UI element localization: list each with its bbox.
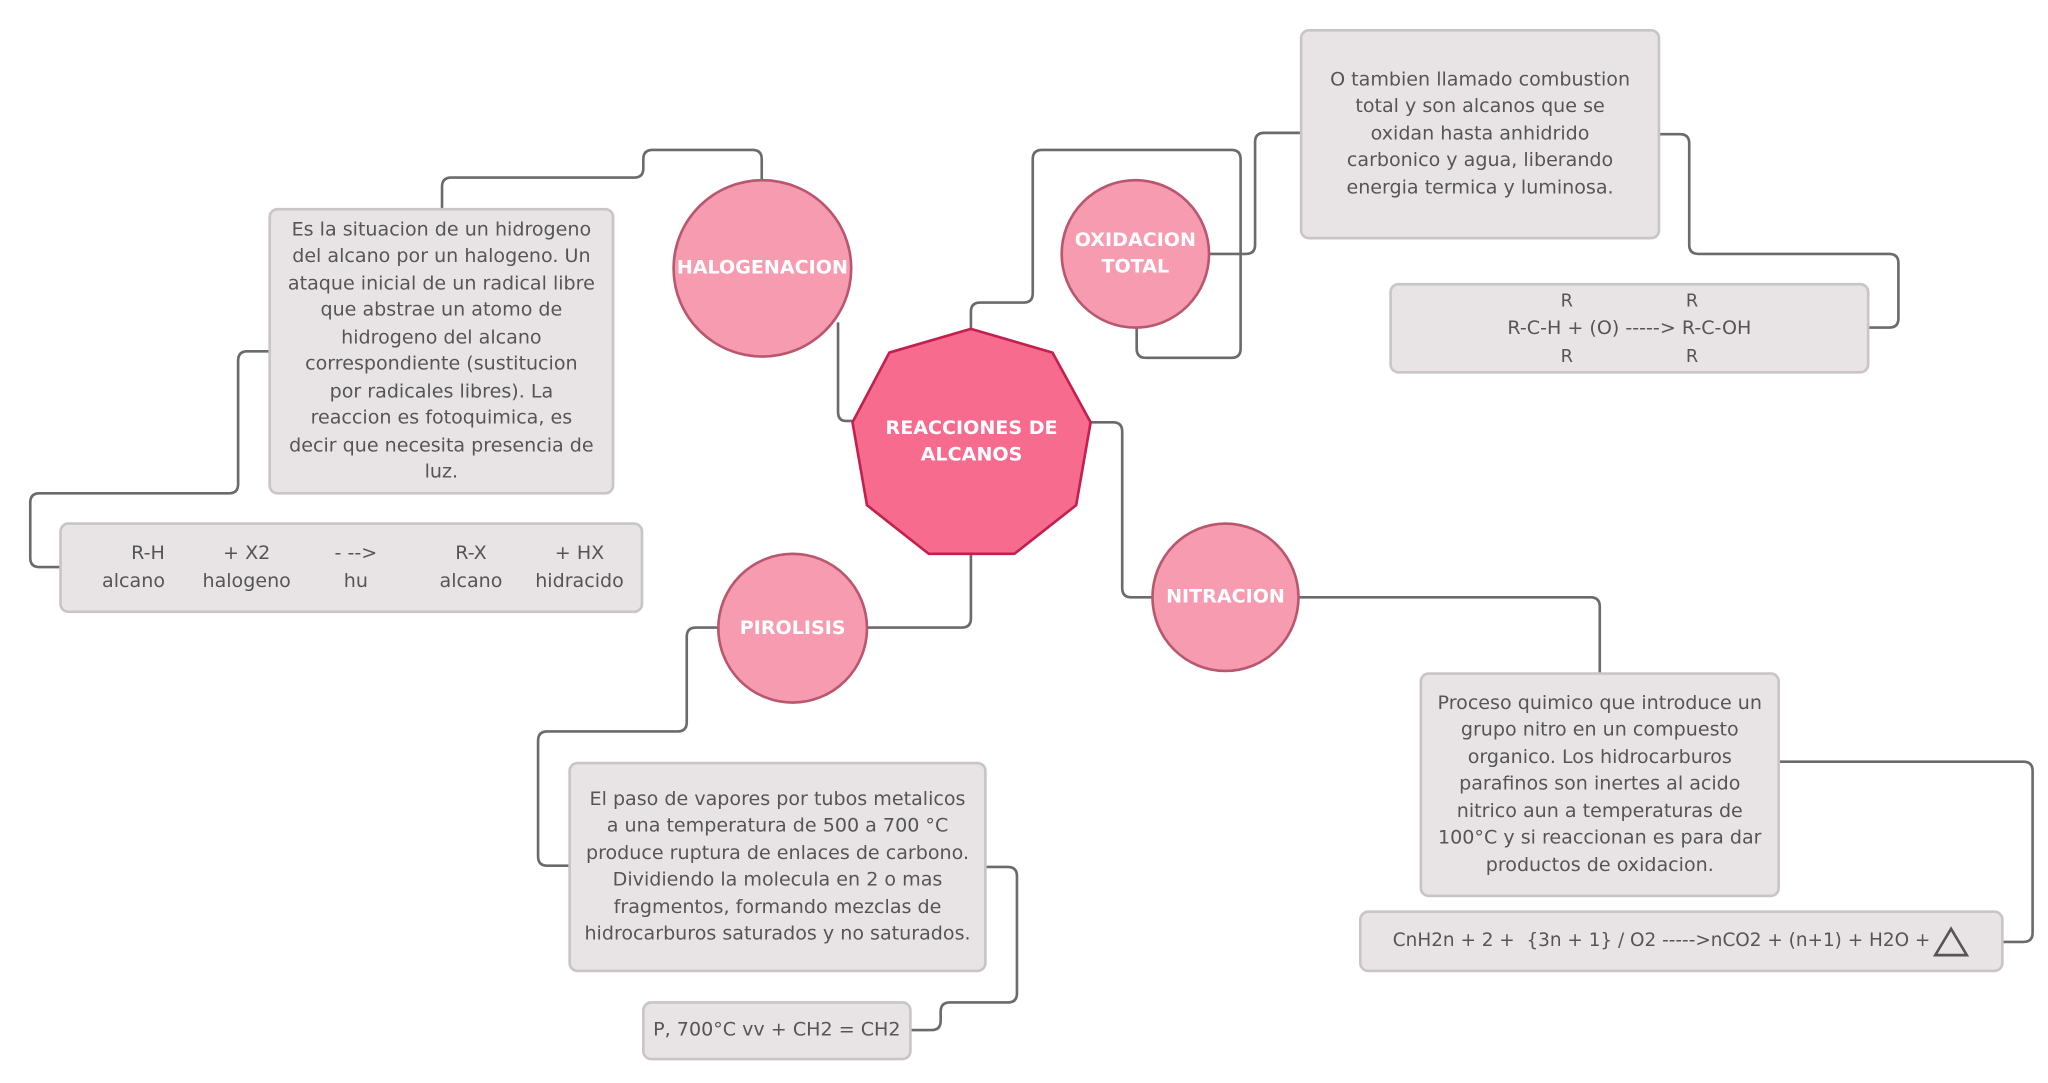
- oxidacion-equation: R R R-C-H + (O) -----> R-C-OH R R: [1507, 287, 1751, 369]
- connector-center-oxidacion: [969, 148, 1242, 360]
- eq-name-2: halogeno: [202, 570, 291, 592]
- topic-halogenacion[interactable]: HALOGENACION: [672, 178, 853, 358]
- connector-center-halogenacion: [836, 322, 853, 423]
- oxidacion-description-text: O tambien llamado combustion total y son…: [1330, 69, 1631, 199]
- halogenacion-description-text: Es la situacion de un hidrogeno del alca…: [287, 219, 595, 483]
- pirolisis-description-text: El paso de vapores por tubos metalicos a…: [584, 788, 971, 945]
- eq-name-3: hu: [343, 570, 368, 592]
- halogenacion-description-box[interactable]: Es la situacion de un hidrogeno del alca…: [268, 207, 615, 495]
- connector-pirolisis-description: [536, 626, 719, 867]
- eq-term-3: - -->: [334, 543, 378, 565]
- connector-nitracion-equation: [1778, 760, 2034, 944]
- connector-center-nitracion: [1090, 420, 1153, 599]
- topic-oxidacion-total[interactable]: OXIDACION TOTAL: [1060, 178, 1211, 329]
- central-topic-label: REACCIONES DE ALCANOS: [885, 417, 1058, 466]
- topic-oxidacion-total-label: OXIDACION TOTAL: [1074, 230, 1196, 278]
- eq-name-1: alcano: [102, 570, 166, 592]
- triangle-icon: [1933, 925, 1970, 956]
- topic-nitracion-label: NITRACION: [1166, 586, 1285, 608]
- eq-term-5: + HX: [554, 543, 605, 565]
- eq-name-4: alcano: [439, 570, 503, 592]
- halogenacion-equation-box[interactable]: R-H alcano + X2 halogeno - --> hu R-X al…: [59, 522, 644, 614]
- oxidacion-equation-box[interactable]: R R R-C-H + (O) -----> R-C-OH R R: [1389, 282, 1870, 374]
- halogenacion-equation: R-H alcano + X2 halogeno - --> hu R-X al…: [62, 541, 641, 595]
- oxidacion-equation-middle: R-C-H + (O) -----> R-C-OH: [1507, 317, 1752, 339]
- topic-pirolisis-label: PIROLISIS: [739, 617, 846, 639]
- nitracion-equation-text: CnH2n + 2 + {3n + 1} / O2 ----->nCO2 + (…: [1392, 930, 1931, 952]
- central-heptagon-shape: [851, 327, 1093, 556]
- eq-name-5: hidracido: [535, 570, 624, 592]
- topic-pirolisis[interactable]: PIROLISIS: [717, 552, 869, 704]
- pirolisis-equation-text: P, 700°C vv + CH2 = CH2: [653, 1019, 901, 1041]
- oxidacion-equation-top: R R: [1560, 290, 1699, 312]
- nitracion-description-text: Proceso quimico que introduce un grupo n…: [1437, 692, 1762, 876]
- eq-term-2: + X2: [223, 543, 271, 565]
- pirolisis-description-box[interactable]: El paso de vapores por tubos metalicos a…: [568, 761, 987, 973]
- connector-oxidacion-description: [1209, 131, 1302, 256]
- nitracion-description-box[interactable]: Proceso quimico que introduce un grupo n…: [1419, 672, 1781, 898]
- oxidacion-equation-bottom: R R: [1560, 345, 1699, 367]
- connector-oxidacion-equation: [1658, 132, 1900, 329]
- connector-nitracion-description: [1298, 595, 1602, 674]
- eq-term-4: R-X: [455, 543, 487, 565]
- connector-halogenacion-equation: [28, 349, 270, 569]
- pirolisis-equation-box[interactable]: P, 700°C vv + CH2 = CH2: [642, 1001, 912, 1061]
- connector-pirolisis-equation: [910, 865, 1019, 1032]
- topic-nitracion[interactable]: NITRACION: [1151, 522, 1300, 673]
- eq-term-1: R-H: [131, 543, 165, 565]
- nitracion-equation-box[interactable]: CnH2n + 2 + {3n + 1} / O2 ----->nCO2 + (…: [1359, 910, 2004, 973]
- connector-center-pirolisis: [866, 553, 973, 629]
- oxidacion-description-box[interactable]: O tambien llamado combustion total y son…: [1299, 28, 1661, 240]
- topic-halogenacion-label: HALOGENACION: [676, 257, 848, 279]
- connector-halogenacion-description: [440, 148, 764, 210]
